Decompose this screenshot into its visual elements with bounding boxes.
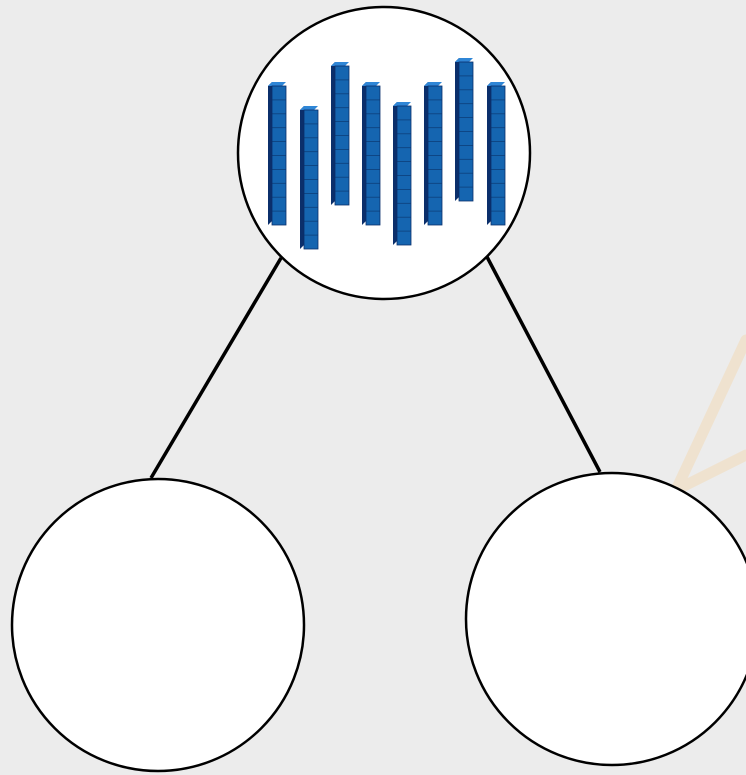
rod-top-face bbox=[300, 106, 318, 110]
rod-outline bbox=[458, 61, 474, 202]
edge-root-left bbox=[149, 257, 283, 479]
rod-side-face bbox=[424, 82, 428, 225]
background-decoration bbox=[670, 334, 746, 496]
rod-side-face bbox=[331, 62, 335, 205]
rod-top-face bbox=[455, 58, 473, 62]
rod-outline bbox=[334, 65, 350, 206]
base-ten-rod bbox=[362, 82, 381, 226]
base-ten-rod bbox=[300, 106, 319, 250]
decor-stroke-1 bbox=[670, 334, 746, 496]
left-child-node-circle bbox=[10, 477, 306, 773]
rod-outline bbox=[490, 85, 506, 226]
rod-top-face bbox=[487, 82, 505, 86]
rod-side-face bbox=[362, 82, 366, 225]
base-ten-rod bbox=[393, 102, 412, 246]
decor-stroke-2 bbox=[670, 449, 746, 496]
rod-outline bbox=[271, 85, 287, 226]
base-ten-rod bbox=[455, 58, 474, 202]
rod-side-face bbox=[487, 82, 491, 225]
rod-side-face bbox=[455, 58, 459, 201]
rod-outline bbox=[427, 85, 443, 226]
edge-root-right bbox=[484, 254, 602, 473]
rod-side-face bbox=[268, 82, 272, 225]
rod-top-face bbox=[424, 82, 442, 86]
base-ten-rod bbox=[268, 82, 287, 226]
rod-side-face bbox=[300, 106, 304, 249]
base-ten-rod bbox=[424, 82, 443, 226]
rod-outline bbox=[396, 105, 412, 246]
base-ten-rod bbox=[331, 62, 350, 206]
rod-side-face bbox=[393, 102, 397, 245]
rod-top-face bbox=[331, 62, 349, 66]
rod-top-face bbox=[268, 82, 286, 86]
base-ten-rod bbox=[487, 82, 506, 226]
rod-top-face bbox=[393, 102, 411, 106]
right-child-node-circle bbox=[464, 471, 746, 767]
rod-top-face bbox=[362, 82, 380, 86]
base-ten-rods-group bbox=[268, 58, 506, 250]
rod-outline bbox=[365, 85, 381, 226]
rod-outline bbox=[303, 109, 319, 250]
